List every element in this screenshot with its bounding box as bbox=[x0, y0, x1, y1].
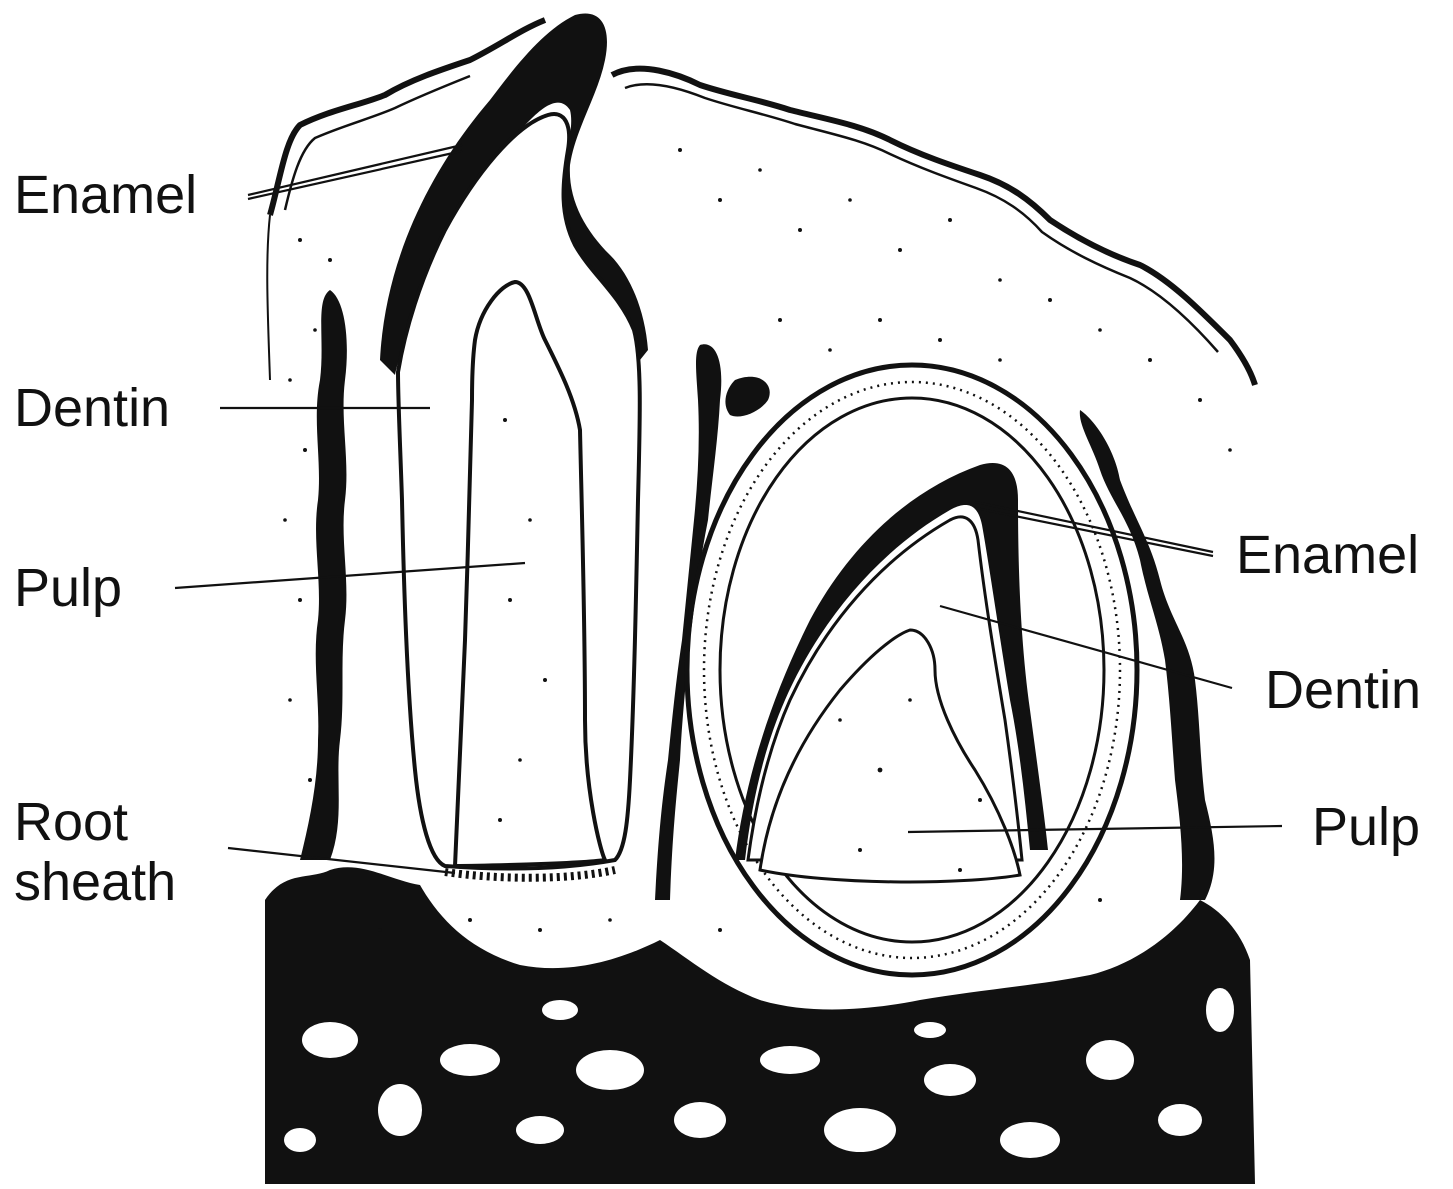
label-left-root-sheath-line1: Root bbox=[14, 792, 128, 852]
label-right-enamel: Enamel bbox=[1236, 525, 1419, 585]
label-right-pulp: Pulp bbox=[1312, 797, 1420, 857]
left-root-sheath bbox=[445, 870, 615, 878]
label-left-root-sheath-line2: sheath bbox=[14, 852, 176, 912]
left-bone-strip bbox=[300, 290, 347, 860]
interdental-bone-chip bbox=[725, 377, 769, 417]
label-left-pulp: Pulp bbox=[14, 558, 122, 618]
left-tissue-edge bbox=[267, 215, 270, 380]
alveolar-bone bbox=[265, 867, 1255, 1184]
label-right-dentin: Dentin bbox=[1265, 660, 1421, 720]
label-left-dentin: Dentin bbox=[14, 378, 170, 438]
label-left-enamel: Enamel bbox=[14, 165, 197, 225]
